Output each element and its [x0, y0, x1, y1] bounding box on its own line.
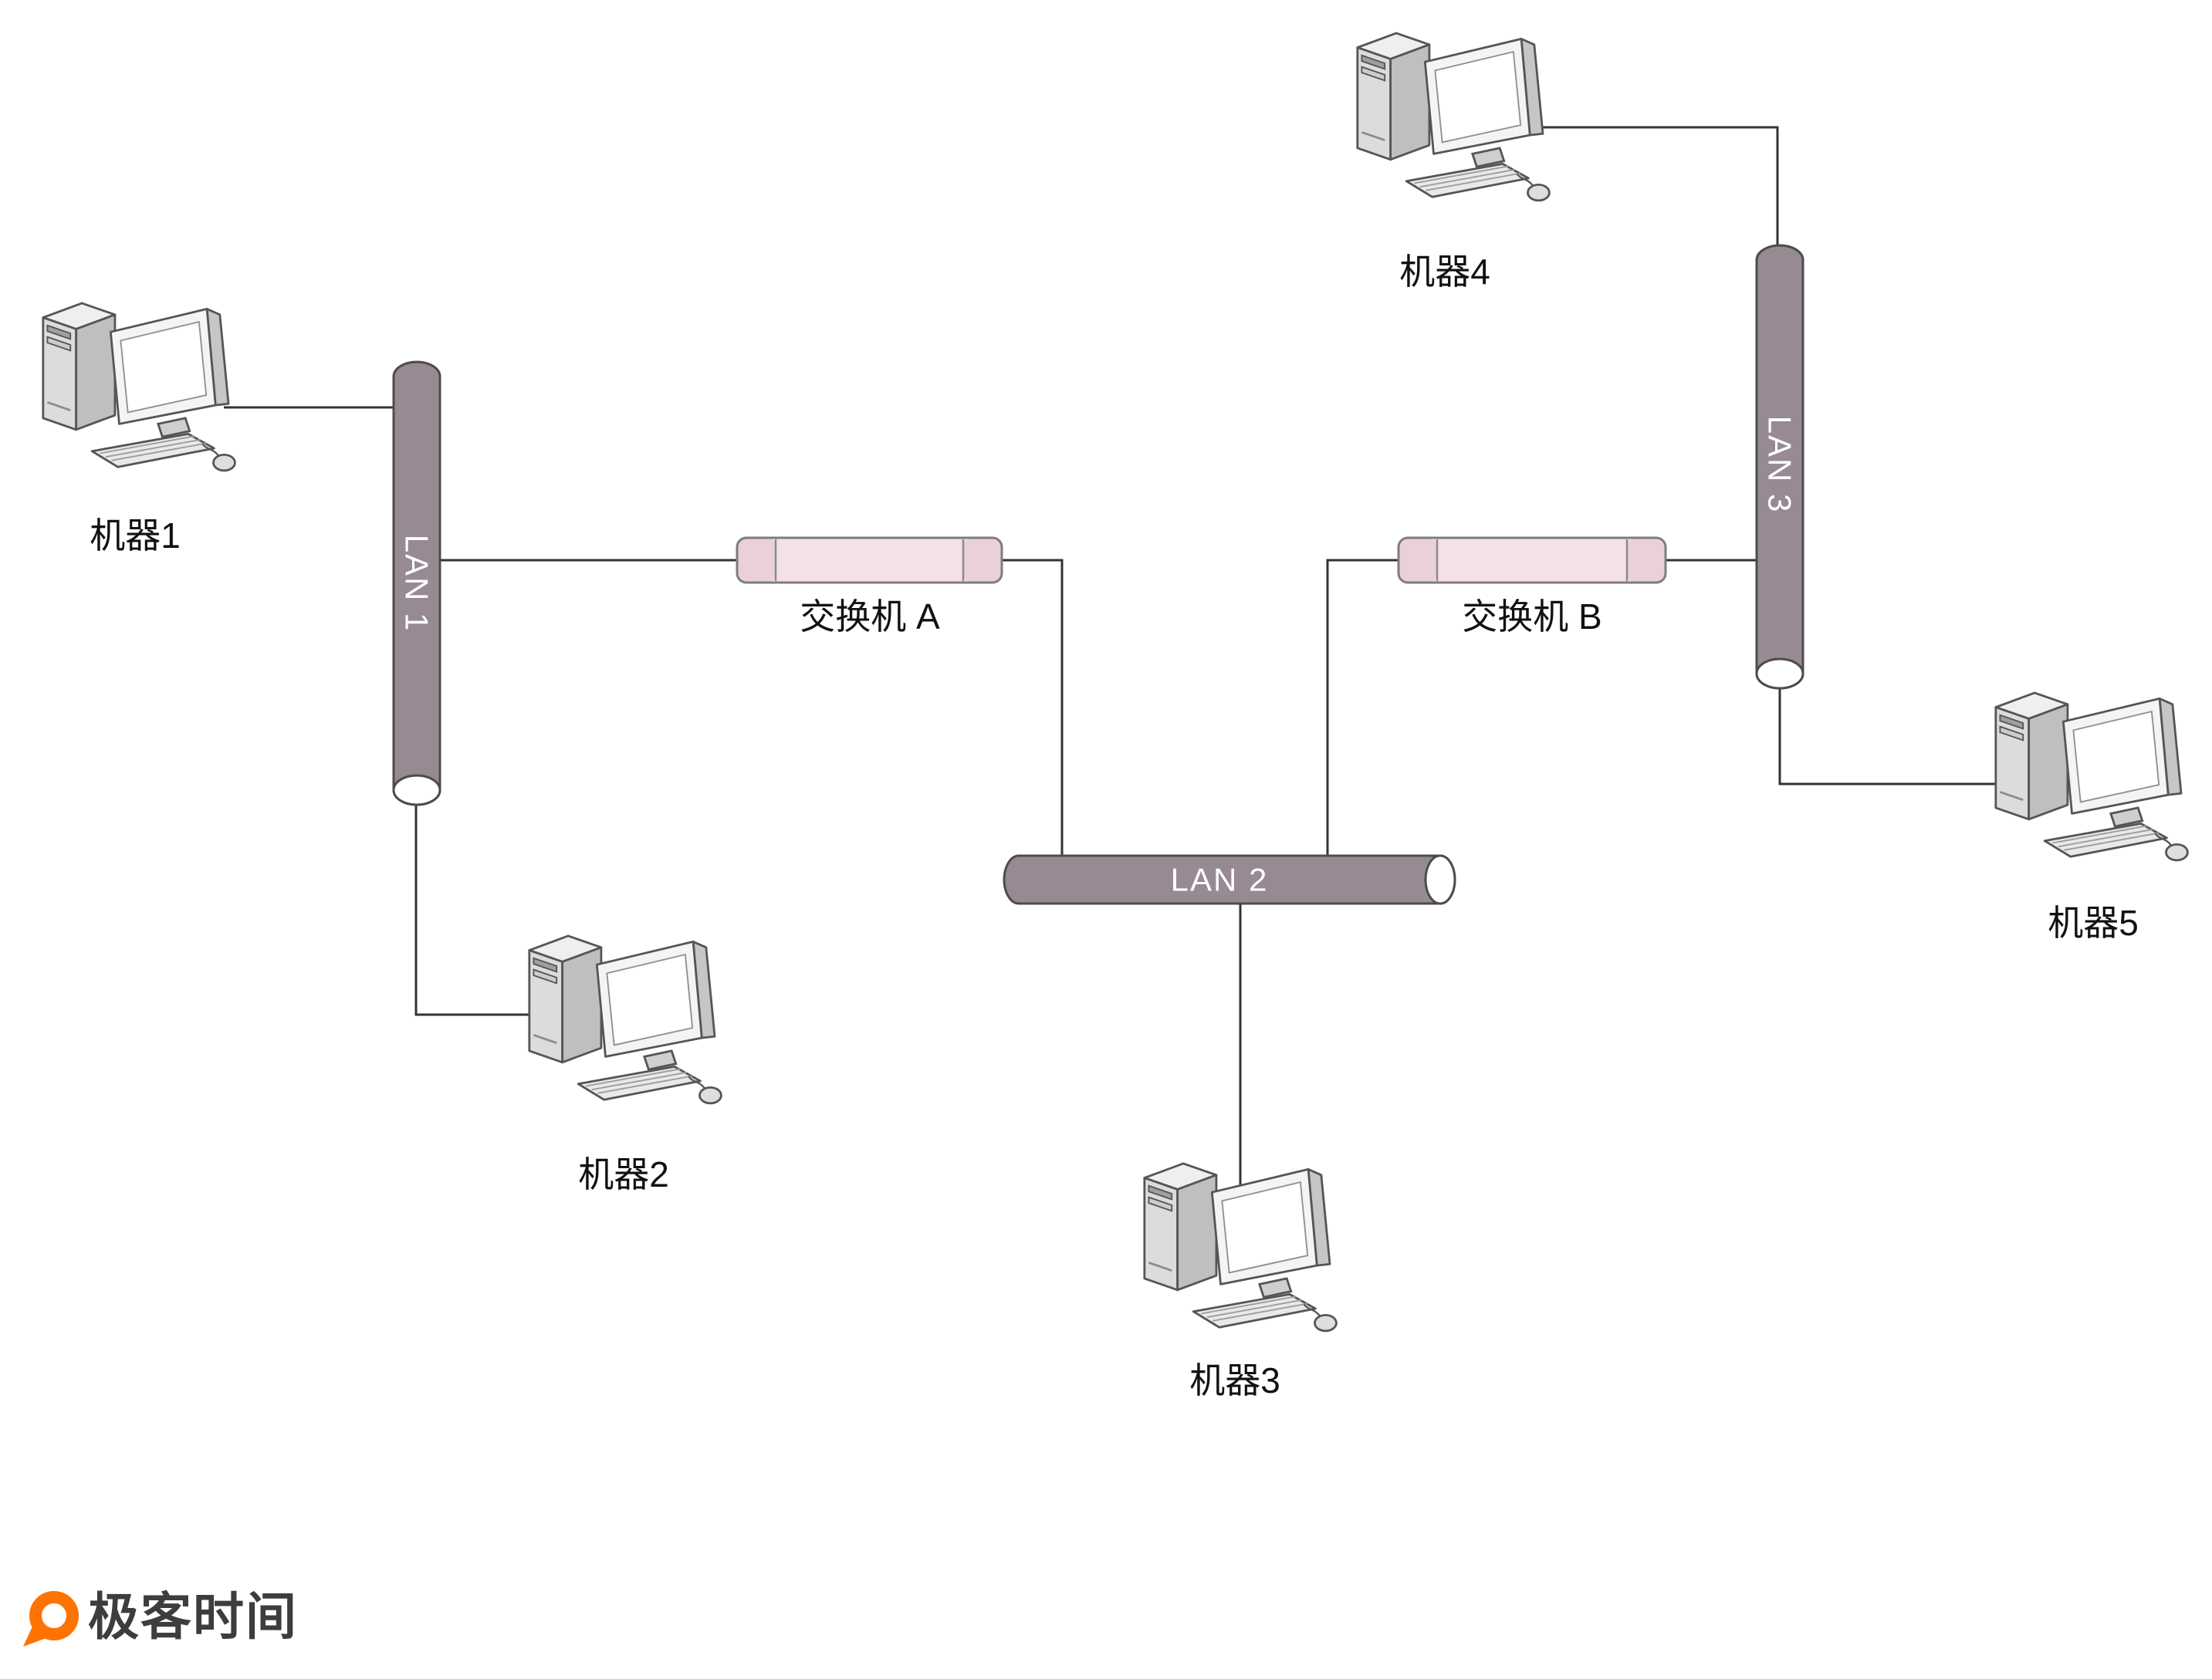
- machine-1-label: 机器1: [90, 515, 181, 556]
- lan-2-open-end: [1424, 854, 1456, 905]
- machine-4-icon: [1356, 32, 1551, 202]
- switch-a-body: [737, 538, 1002, 583]
- lan-1: LAN 1: [392, 360, 441, 806]
- geektime-logo-icon: [23, 1591, 79, 1647]
- switch-b-left-port: [1399, 538, 1437, 583]
- switch-a: 交换机 A: [736, 536, 1003, 637]
- connector-lan1-machine2: [414, 802, 556, 1016]
- lan-3-label: LAN 3: [1762, 416, 1798, 514]
- connector-switcha-lan2: [999, 559, 1064, 858]
- lan-1-label: LAN 1: [399, 535, 435, 633]
- switch-b-body: [1399, 538, 1666, 583]
- switch-b: 交换机 B: [1397, 536, 1667, 637]
- connector-lan3-machine5: [1778, 687, 2022, 785]
- machine-2-label: 机器2: [578, 1154, 669, 1194]
- machine-5-label: 机器5: [2048, 903, 2139, 943]
- machine-1-icon: [42, 302, 236, 472]
- machine-5: 机器5: [1994, 691, 2189, 943]
- switch-b-label: 交换机 B: [1462, 596, 1602, 637]
- machine-4-label: 机器4: [1399, 252, 1490, 292]
- machine-3: 机器3: [1143, 1162, 1338, 1400]
- geektime-logo-text: 极客时间: [88, 1588, 298, 1645]
- connector-machine4-lan3: [1536, 126, 1779, 255]
- connections: [224, 126, 2022, 1204]
- machine-2-icon: [528, 934, 722, 1105]
- machine-3-label: 机器3: [1189, 1360, 1280, 1400]
- machine-4: 机器4: [1356, 32, 1551, 292]
- lan-2-label: LAN 2: [1171, 862, 1269, 898]
- machine-3-icon: [1143, 1162, 1338, 1333]
- machine-5-icon: [1994, 691, 2189, 862]
- switch-b-right-port: [1627, 538, 1666, 583]
- switch-a-right-port: [963, 538, 1002, 583]
- geektime-logo: 极客时间: [23, 1588, 298, 1647]
- lan-3: LAN 3: [1755, 244, 1804, 690]
- connector-lan2-switchb: [1326, 559, 1402, 858]
- machine-2: 机器2: [528, 934, 722, 1194]
- switch-a-left-port: [737, 538, 776, 583]
- machine-1: 机器1: [42, 302, 236, 556]
- switch-a-label: 交换机 A: [800, 596, 940, 637]
- lan-2: LAN 2: [1003, 854, 1456, 905]
